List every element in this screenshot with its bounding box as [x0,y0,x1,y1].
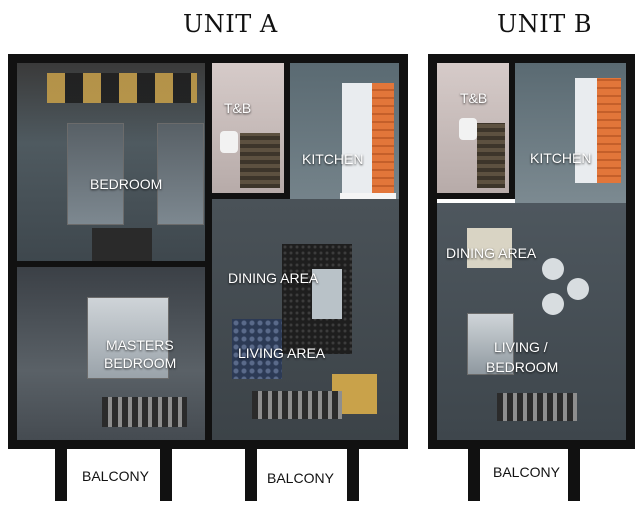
master-bed [87,297,169,379]
wall [205,63,212,440]
wall [8,54,17,449]
round-stool [567,278,589,300]
balcony-post [347,449,359,501]
closet [92,228,152,263]
living-area-label: LIVING AREA [238,345,326,361]
balcony-post [568,449,580,501]
wall [428,54,635,63]
living-bedroom-label-line1: LIVING / [494,339,548,355]
bedroom-room [17,63,205,263]
tb-label: T&B [224,100,252,116]
wall [509,63,515,198]
kitchen-label: KITCHEN [302,151,364,167]
toilet [220,131,238,153]
single-bed-left [67,123,124,225]
kitchen-room-b [515,63,626,203]
wall [437,193,515,199]
tb-label-b: T&B [460,90,488,106]
round-stool [542,293,564,315]
balcony-label-unit-a-left: BALCONY [82,468,149,484]
round-stool [542,258,564,280]
kitchen-label-b: KITCHEN [530,150,592,166]
wall [8,54,408,63]
balcony-post [160,449,172,501]
living-rug [232,319,282,379]
tb-room [212,63,284,193]
balcony-door [252,391,342,419]
dining-table [467,228,512,268]
dining-area-label: DINING AREA [228,270,319,286]
unit-b-plan: T&B KITCHEN DINING AREA LIVING / BEDROOM [428,54,635,449]
masters-bedroom-label-line2: BEDROOM [104,355,177,371]
unit-b-title: UNIT B [497,10,592,38]
toilet [459,118,477,140]
living-bedroom-label-line2: BEDROOM [486,359,559,375]
kitchen-counter [342,83,372,193]
wall [626,54,635,449]
wall [284,63,290,198]
tb-room-b [437,63,509,193]
wall [8,440,408,449]
balcony-door [497,393,577,421]
wall [212,193,290,199]
wall [428,54,437,449]
unit-a-plan: BEDROOM MASTERS BEDROOM T&B KITCHEN DINI… [8,54,408,449]
masters-bedroom-room [17,267,205,440]
wall [399,54,408,449]
brick-backsplash [597,78,621,183]
shower-floor [240,133,280,188]
balcony-label-unit-a-right: BALCONY [267,470,334,486]
balcony-door [102,397,187,427]
dining-living-room [212,199,399,440]
masters-bedroom-label-line1: MASTERS [106,337,174,353]
unit-a-title: UNIT A [183,10,278,38]
balcony-post [55,449,67,501]
balcony-post [245,449,257,501]
dining-living-room-b [437,203,626,440]
brick-backsplash [372,83,394,193]
kitchen-counter [575,78,597,183]
wall [17,261,205,267]
dining-area-label-b: DINING AREA [446,245,537,261]
ceiling-light-strip [47,73,197,103]
sofa-bed [467,313,514,375]
wall [428,440,635,449]
shower-floor [477,123,505,188]
balcony-label-unit-b: BALCONY [493,464,560,480]
balcony-post [468,449,480,501]
dining-table [312,269,342,319]
single-bed-right [157,123,204,225]
bedroom-label: BEDROOM [90,176,163,192]
